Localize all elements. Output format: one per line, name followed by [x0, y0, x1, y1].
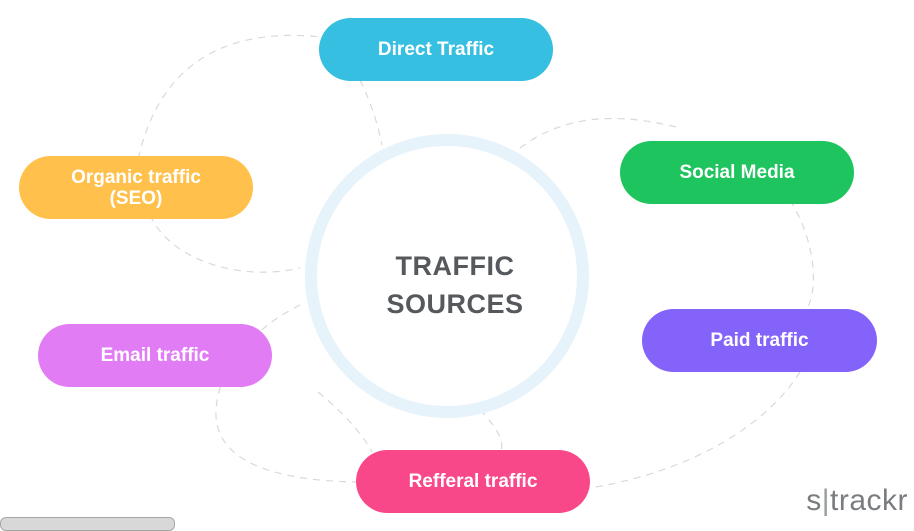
center-title-line2: SOURCES: [386, 289, 524, 319]
arc-center-referral: [479, 409, 503, 453]
logo-right: trackr: [830, 484, 908, 517]
node-social-media: Social Media: [620, 141, 854, 204]
node-direct-traffic: Direct Traffic: [319, 18, 553, 81]
node-referral-traffic: Refferal traffic: [356, 450, 590, 513]
node-organic-traffic: Organic traffic (SEO): [19, 156, 253, 219]
dashed-connectors: [137, 34, 814, 489]
bottom-tab-fragment: [0, 517, 175, 531]
arc-paid-referral: [589, 371, 801, 489]
center-ring: [305, 134, 589, 418]
node-email-traffic: Email traffic: [38, 324, 272, 387]
arc-center-email: [317, 391, 373, 453]
arc-social-top: [519, 117, 681, 149]
arc-email-lower: [215, 304, 357, 483]
arc-direct-organic: [137, 34, 331, 161]
arc-social-paid: [789, 199, 814, 313]
center-title-line1: TRAFFIC: [395, 251, 515, 281]
strackr-logo: s|trackr: [806, 484, 908, 517]
arc-organic-email: [149, 214, 301, 273]
logo-left: s: [806, 484, 822, 517]
node-paid-traffic: Paid traffic: [642, 309, 877, 372]
center-title: TRAFFIC SOURCES: [340, 230, 570, 340]
arc-direct-center: [359, 79, 383, 146]
